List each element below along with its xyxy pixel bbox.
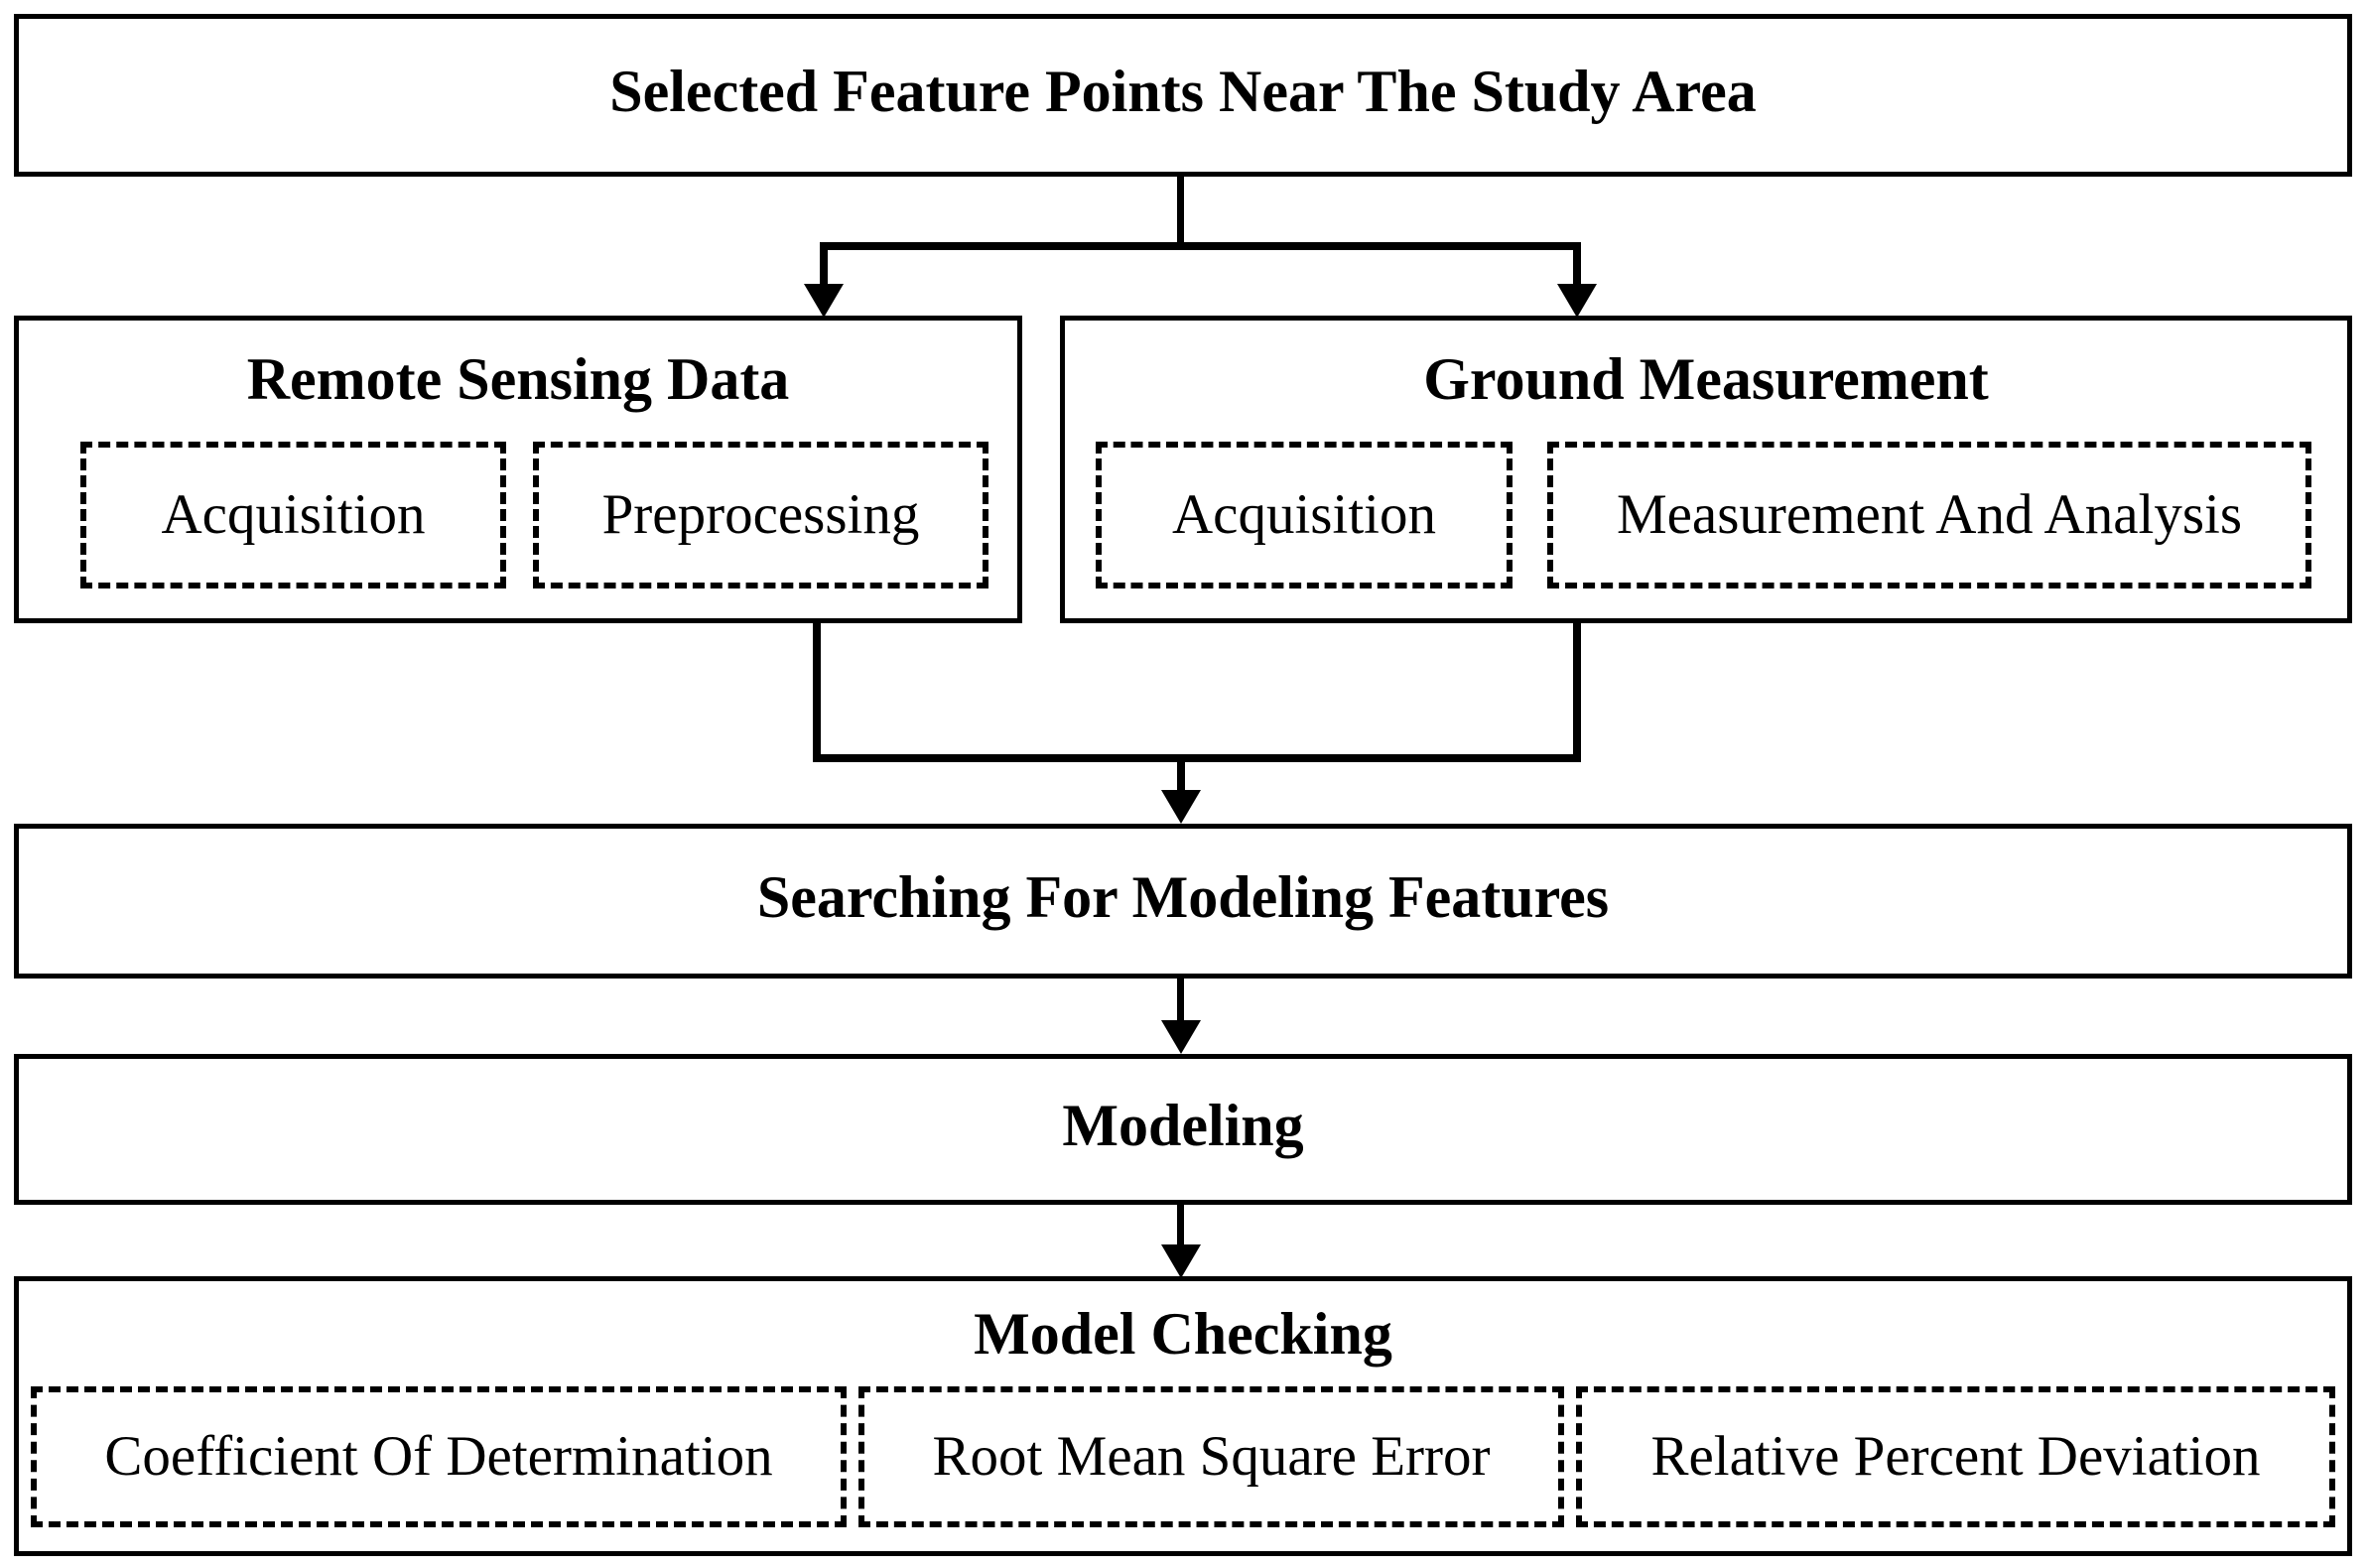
subnode-root-mean-square-error[interactable]: Root Mean Square Error <box>858 1386 1564 1527</box>
subnode-coefficient-of-determination[interactable]: Coefficient Of Determination <box>31 1386 847 1527</box>
arrowhead-to-ground-measurement <box>1557 284 1597 318</box>
node-remote-sensing-data-label: Remote Sensing Data <box>246 346 790 412</box>
subnode-relative-percent-deviation-label: Relative Percent Deviation <box>1650 1425 2261 1489</box>
subnode-gm-acquisition[interactable]: Acquisition <box>1096 442 1513 588</box>
connector-fork-right-drop <box>1573 242 1581 292</box>
node-searching-for-modeling-features[interactable]: Searching For Modeling Features <box>14 824 2352 979</box>
arrowhead-to-remote-sensing <box>804 284 844 318</box>
node-searching-for-modeling-features-label: Searching For Modeling Features <box>756 864 1610 930</box>
node-model-checking-label: Model Checking <box>974 1301 1392 1367</box>
subnode-gm-acquisition-label: Acquisition <box>1172 483 1436 547</box>
connector-merge-bar <box>813 754 1581 762</box>
subnode-relative-percent-deviation[interactable]: Relative Percent Deviation <box>1576 1386 2335 1527</box>
node-ground-measurement-label: Ground Measurement <box>1423 346 1989 412</box>
connector-merge-right-stem <box>1573 623 1581 760</box>
connector-merge-left-stem <box>813 623 821 760</box>
subnode-rs-preprocessing-label: Preprocessing <box>601 483 920 547</box>
node-selected-feature-points[interactable]: Selected Feature Points Near The Study A… <box>14 14 2352 177</box>
arrowhead-to-modeling <box>1161 1020 1201 1054</box>
node-ground-measurement[interactable]: Ground Measurement Acquisition Measureme… <box>1060 316 2352 623</box>
arrowhead-to-searching <box>1161 790 1201 824</box>
connector-searching-to-modeling <box>1177 979 1184 1032</box>
connector-fork-left-drop <box>820 242 828 292</box>
subnode-gm-measurement-analysis[interactable]: Measurement And Analysis <box>1547 442 2311 588</box>
subnode-rs-acquisition-label: Acquisition <box>161 483 426 547</box>
node-selected-feature-points-label: Selected Feature Points Near The Study A… <box>609 59 1757 124</box>
connector-merge-drop <box>1177 754 1185 802</box>
connector-modeling-to-model-checking <box>1177 1205 1184 1256</box>
subnode-rs-acquisition[interactable]: Acquisition <box>80 442 506 588</box>
node-remote-sensing-data[interactable]: Remote Sensing Data Acquisition Preproce… <box>14 316 1022 623</box>
subnode-root-mean-square-error-label: Root Mean Square Error <box>932 1425 1491 1489</box>
subnode-gm-measurement-analysis-label: Measurement And Analysis <box>1616 483 2243 547</box>
node-modeling-label: Modeling <box>1062 1093 1304 1158</box>
node-modeling[interactable]: Modeling <box>14 1054 2352 1205</box>
arrowhead-to-model-checking <box>1161 1244 1201 1278</box>
subnode-coefficient-of-determination-label: Coefficient Of Determination <box>104 1425 773 1489</box>
connector-fork-bar <box>820 242 1581 250</box>
subnode-rs-preprocessing[interactable]: Preprocessing <box>533 442 988 588</box>
connector-root-stem <box>1177 177 1184 248</box>
node-model-checking[interactable]: Model Checking Coefficient Of Determinat… <box>14 1276 2352 1556</box>
